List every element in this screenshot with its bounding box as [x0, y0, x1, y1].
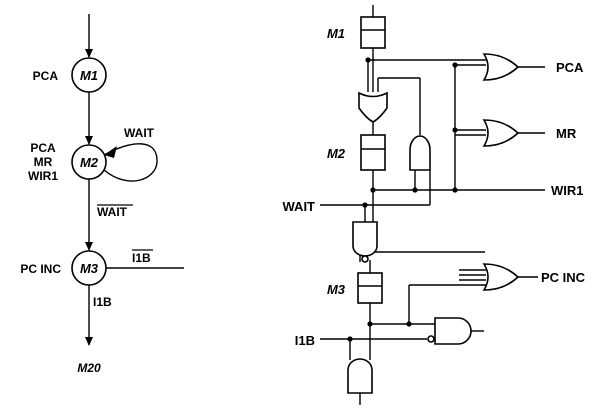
flipflop-m1-label: M1 [327, 26, 345, 41]
circuit-wires [320, 5, 545, 405]
state-flow: M1 PCA M2 PCA MR WIR1 WAIT WAIT M3 PC IN… [20, 14, 184, 375]
state-m2-label: M2 [80, 155, 99, 170]
control-circuit: M1 M2 M3 WAIT I1B PCA MR WIR1 PC INC [283, 5, 586, 405]
i1b-exit-label: I1B [93, 295, 112, 309]
wait-loop-label: WAIT [124, 126, 155, 140]
state-m3-output: PC INC [20, 262, 61, 276]
output-mr-label: MR [556, 126, 577, 141]
or-gate-pc-inc [482, 263, 520, 291]
or-gate-pca [482, 53, 520, 81]
flipflop-m1 [360, 16, 386, 49]
state-m2-output-pca: PCA [30, 141, 56, 155]
not-wait-label: WAIT [97, 205, 128, 219]
state-m1-output: PCA [33, 69, 59, 83]
state-m2-output-wir1: WIR1 [28, 169, 58, 183]
flipflop-m3 [357, 272, 383, 304]
input-wait-label: WAIT [283, 199, 316, 214]
or-gate-m2 [358, 91, 388, 123]
wait-loop-arrowhead [104, 146, 117, 158]
and-gate-i1b [434, 317, 472, 345]
or-gate-mr [482, 119, 520, 147]
state-m3-label: M3 [80, 261, 99, 276]
output-pca-label: PCA [556, 60, 584, 75]
and-gate-i1b-bubble [427, 335, 435, 343]
wait-self-loop [103, 143, 158, 182]
junction-dots [347, 57, 458, 342]
and-gate-m3 [352, 221, 378, 257]
flipflop-m2 [360, 134, 386, 171]
input-i1b-label: I1B [295, 333, 315, 348]
flipflop-m3-label: M3 [327, 282, 346, 297]
and-gate-wait [409, 135, 431, 171]
state-m1-label: M1 [80, 68, 98, 83]
output-pc-inc-label: PC INC [541, 270, 586, 285]
output-wir1-label: WIR1 [551, 183, 584, 198]
and-gate-m3-bubble [361, 255, 369, 263]
next-state-label: M20 [77, 361, 101, 375]
not-i1b-label: I1B [132, 251, 151, 265]
state-m2-output-mr: MR [34, 155, 53, 169]
flipflop-m2-label: M2 [327, 146, 346, 161]
and-gate-bottom [347, 358, 373, 394]
